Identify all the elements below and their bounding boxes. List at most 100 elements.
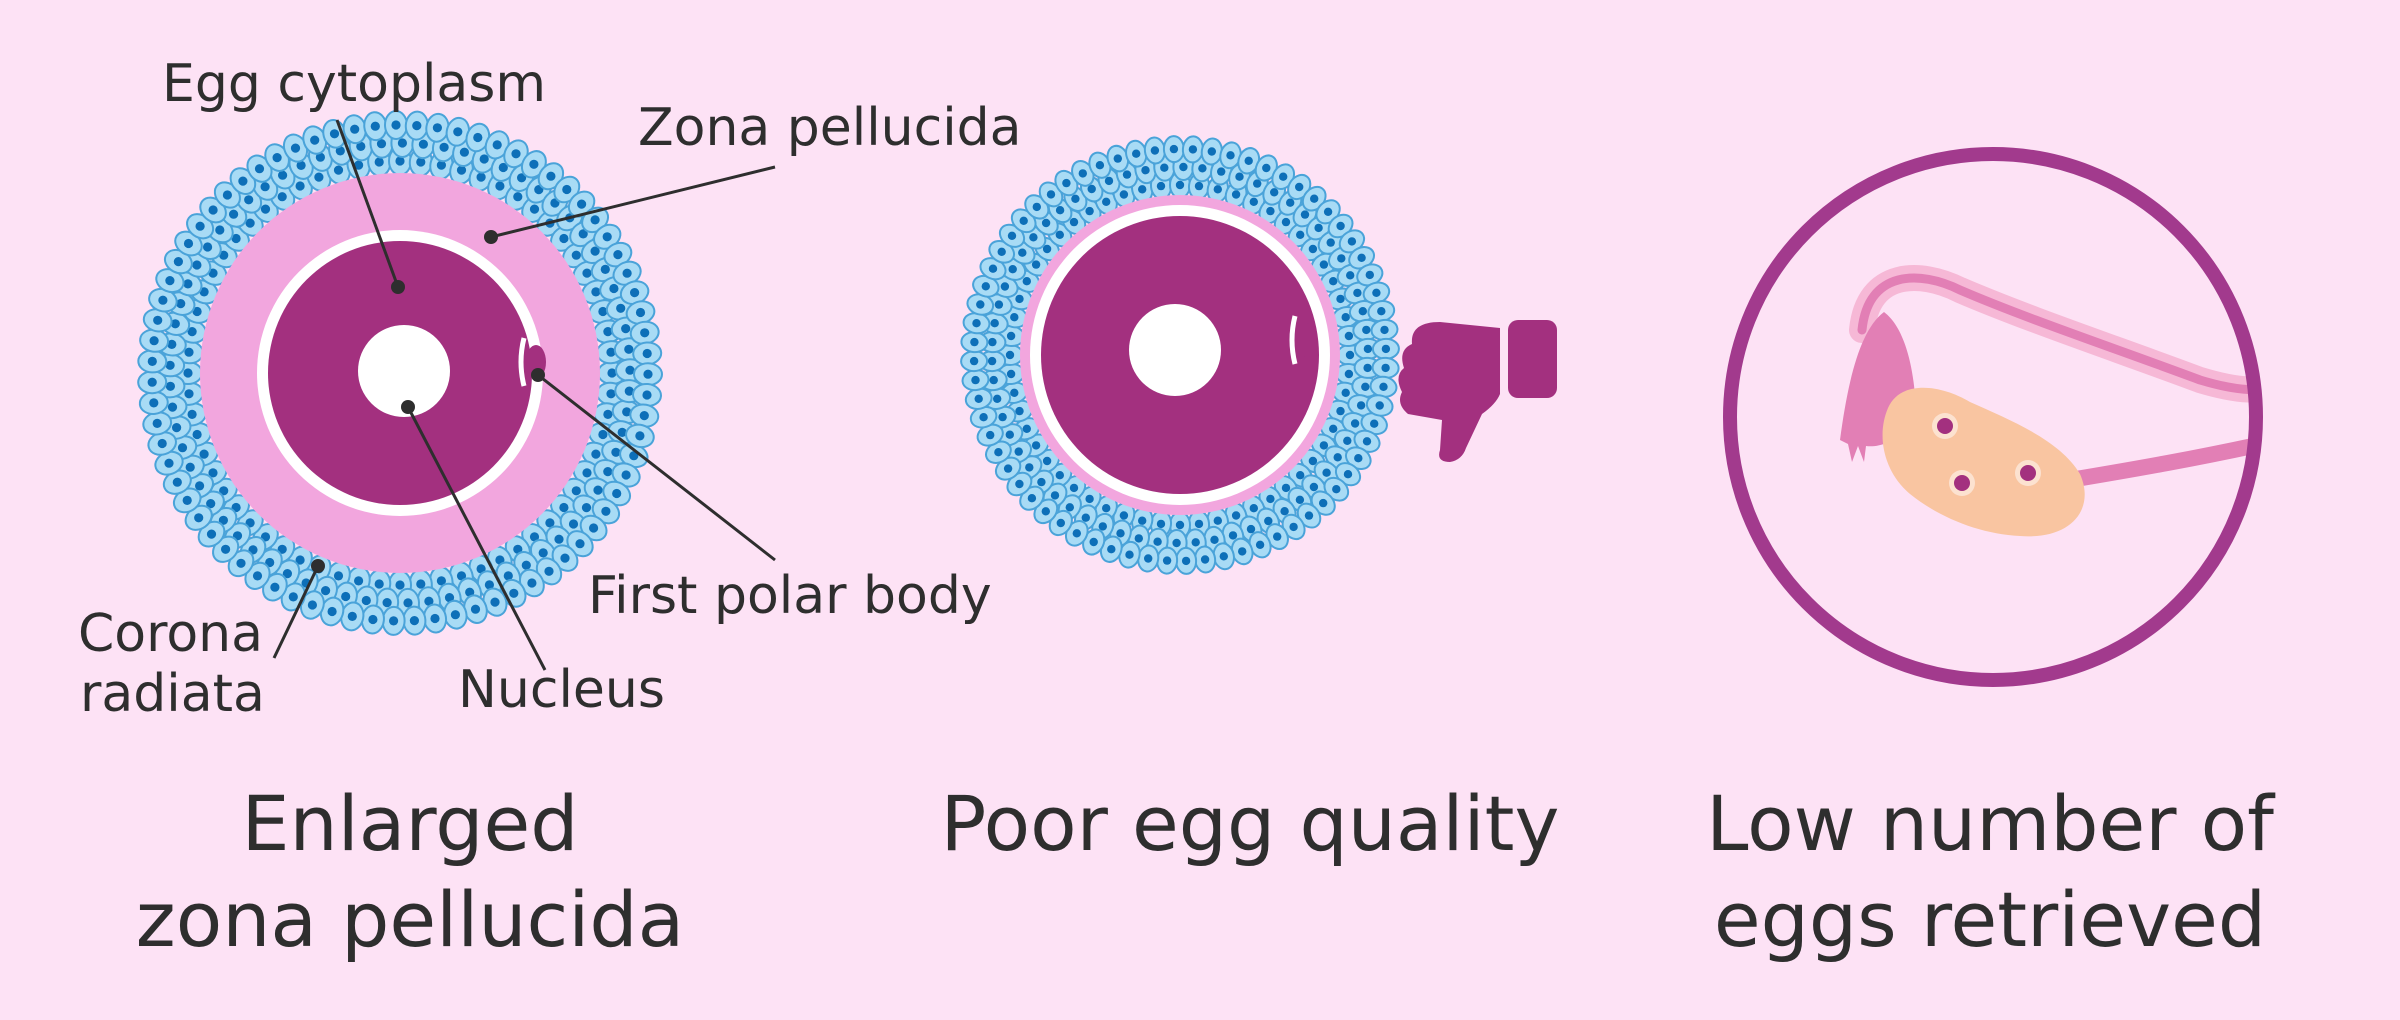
corona-cell-nucleus <box>1235 172 1244 181</box>
caption-low-number: Low number of eggs retrieved <box>1640 776 2340 968</box>
corona-cell-nucleus <box>1055 471 1065 480</box>
corona-cell-nucleus <box>382 598 392 608</box>
corona-cell-nucleus <box>529 159 539 169</box>
enlarged-egg <box>137 110 663 636</box>
corona-cell-nucleus <box>245 218 255 228</box>
corona-cell-nucleus <box>1122 170 1132 179</box>
label-corona-line1: Corona <box>78 604 263 664</box>
corona-cell-nucleus <box>1055 206 1065 215</box>
corona-cell-nucleus <box>998 412 1007 422</box>
corona-cell-nucleus <box>206 529 217 539</box>
corona-cell-nucleus <box>1041 507 1051 516</box>
corona-cell-nucleus <box>456 165 467 175</box>
corona-cell-nucleus <box>979 413 988 422</box>
corona-cell-nucleus <box>994 448 1003 457</box>
corona-cell-nucleus <box>295 555 305 565</box>
corona-cell-nucleus <box>1095 161 1105 170</box>
corona-cell-nucleus <box>1191 538 1200 547</box>
corona-cell-nucleus <box>277 192 287 202</box>
corona-cell-nucleus <box>333 571 344 581</box>
corona-cell-nucleus <box>1156 181 1166 191</box>
corona-cell-nucleus <box>1249 197 1259 206</box>
corona-cell-nucleus <box>391 120 401 130</box>
corona-cell-nucleus <box>1289 522 1298 532</box>
corona-cell-nucleus <box>231 233 241 244</box>
corona-cell-nucleus <box>176 299 186 309</box>
corona-cell-nucleus <box>1022 424 1031 433</box>
corona-cell-nucleus <box>221 544 231 554</box>
corona-cell-nucleus <box>981 282 990 291</box>
corona-cell-nucleus <box>1329 277 1338 286</box>
corona-cell-nucleus <box>1262 163 1271 173</box>
corona-cell-nucleus <box>199 287 209 297</box>
thumbs-down-icon <box>1398 320 1557 462</box>
nucleus <box>358 325 450 417</box>
corona-cell-nucleus <box>1162 556 1172 565</box>
corona-cell-nucleus <box>562 184 572 195</box>
corona-cell-nucleus <box>990 319 999 328</box>
corona-cell-nucleus <box>465 587 475 597</box>
corona-radiata-cells <box>960 135 1400 575</box>
corona-cell-nucleus <box>1198 164 1207 173</box>
corona-cell-nucleus <box>183 238 194 249</box>
corona-cell-nucleus <box>1231 511 1241 520</box>
corona-cell-nucleus <box>149 398 159 408</box>
corona-cell-nucleus <box>1365 270 1375 280</box>
corona-cell-nucleus <box>1345 350 1355 360</box>
corona-cell-nucleus <box>503 571 513 581</box>
corona-cell-nucleus <box>1323 207 1333 216</box>
corona-cell-nucleus <box>521 560 531 570</box>
corona-cell-nucleus <box>1308 456 1318 466</box>
corona-cell-nucleus <box>1042 456 1052 466</box>
corona-cell-nucleus <box>172 477 182 487</box>
caption-low-number-line2: eggs retrieved <box>1713 875 2267 964</box>
corona-cell-nucleus <box>1314 223 1323 233</box>
corona-cell-nucleus <box>529 532 540 542</box>
corona-cell-nucleus <box>1308 244 1318 254</box>
corona-cell-nucleus <box>1010 388 1019 397</box>
corona-cell-nucleus <box>1346 271 1355 280</box>
corona-cell-nucleus <box>972 319 981 328</box>
corona-cell-nucleus <box>1363 344 1373 354</box>
corona-cell-nucleus <box>219 486 229 496</box>
corona-cell-nucleus <box>1343 470 1353 479</box>
corona-cell-nucleus <box>1300 210 1310 219</box>
corona-cell-nucleus <box>436 576 446 586</box>
corona-cell-nucleus <box>296 160 306 170</box>
corona-cell-nucleus <box>601 506 611 516</box>
corona-cell-nucleus <box>403 598 413 608</box>
corona-cell-nucleus <box>1246 524 1256 534</box>
corona-cell-nucleus <box>254 164 265 174</box>
corona-cell-nucleus <box>270 582 280 592</box>
label-nucleus: Nucleus <box>458 660 665 720</box>
corona-cell-nucleus <box>988 337 997 347</box>
corona-cell-nucleus <box>495 181 505 191</box>
corona-cell-nucleus <box>147 377 157 387</box>
corona-cell-nucleus <box>1138 516 1147 525</box>
corona-cell-nucleus <box>1332 485 1341 494</box>
corona-cell-nucleus <box>642 348 652 359</box>
corona-cell-nucleus <box>1015 406 1024 416</box>
corona-cell-nucleus <box>538 548 548 558</box>
corona-cell-nucleus <box>1134 534 1144 543</box>
corona-cell-nucleus <box>1273 532 1282 541</box>
corona-cell-nucleus <box>591 449 601 459</box>
corona-cell-nucleus <box>622 268 632 278</box>
corona-cell-nucleus <box>1310 194 1319 203</box>
corona-cell-nucleus <box>450 610 460 620</box>
corona-cell-nucleus <box>1175 520 1185 530</box>
corona-cell-nucleus <box>625 365 635 375</box>
corona-cell-nucleus <box>1019 216 1028 225</box>
corona-cell-nucleus <box>1319 260 1329 269</box>
corona-cell-nucleus <box>1337 254 1346 263</box>
caption-low-number-line1: Low number of <box>1706 779 2274 868</box>
corona-cell-nucleus <box>1286 198 1295 207</box>
corona-cell-nucleus <box>1326 238 1335 247</box>
corona-cell-nucleus <box>989 375 998 385</box>
corona-cell-nucleus <box>1194 181 1204 191</box>
corona-cell-nucleus <box>642 390 652 400</box>
corona-cell-nucleus <box>622 407 632 417</box>
corona-cell-nucleus <box>1362 437 1372 446</box>
corona-cell-nucleus <box>1280 507 1289 516</box>
corona-cell-nucleus <box>376 139 387 149</box>
